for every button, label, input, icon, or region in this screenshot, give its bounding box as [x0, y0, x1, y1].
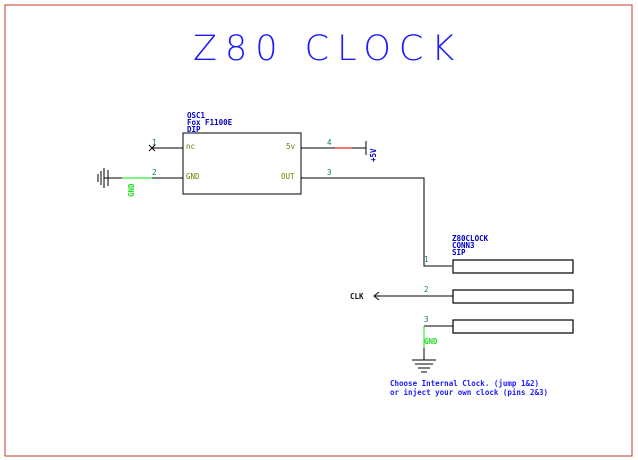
osc-footprint: DIP	[187, 125, 201, 134]
osc-pin3-number: 3	[327, 168, 332, 177]
gnd-left-label: GND	[127, 183, 136, 197]
osc-pin2-number: 2	[152, 168, 157, 177]
sheet-border	[4, 4, 633, 457]
clk-net-label[interactable]: CLK	[350, 291, 424, 301]
ground-symbol-left[interactable]: GND	[97, 168, 152, 197]
osc-pin1-number: 1	[152, 138, 157, 147]
conn-pin1-number: 1	[424, 255, 429, 264]
conn-pin2-number: 2	[424, 285, 429, 294]
osc-pin4-name: 5v	[286, 142, 296, 151]
power-symbol-5v[interactable]: +5V	[335, 141, 378, 162]
conn-pin1-body	[452, 259, 574, 274]
note-line-1: Choose Internal Clock. (jump 1&2)	[390, 379, 539, 388]
clock-out-wire	[335, 177, 452, 267]
gnd-right-label: GND	[424, 337, 438, 346]
conn-footprint: SIP	[452, 248, 466, 257]
conn-pin3-number: 3	[424, 315, 429, 324]
conn-value: CONN3	[452, 241, 475, 250]
oscillator-component[interactable]: OSC1 Fox F1100E DIP nc GND OUT 5v 1 2 4 …	[148, 111, 335, 195]
conn-pin2-body	[452, 289, 574, 304]
conn-pin3-body	[452, 319, 574, 334]
osc-pin2-name: GND	[186, 172, 200, 181]
osc-reference: OSC1	[187, 111, 206, 120]
connector-component[interactable]: Z80CLOCK CONN3 SIP 1 2 3	[424, 234, 574, 334]
conn-reference: Z80CLOCK	[452, 234, 489, 243]
osc-pin3-name: OUT	[281, 172, 295, 181]
power-label: +5V	[369, 148, 378, 162]
no-connect-marker	[148, 144, 156, 152]
osc-pin1-name: nc	[186, 142, 195, 151]
clk-label: CLK	[350, 292, 364, 301]
schematic-title: Z80 CLOCK	[193, 29, 462, 69]
osc-value: Fox F1100E	[187, 118, 233, 127]
osc-pin4-number: 4	[327, 138, 332, 147]
osc-body	[182, 132, 302, 195]
ground-symbol-right[interactable]: GND	[412, 326, 438, 373]
note-line-2: or inject your own clock (pins 2&3)	[390, 388, 548, 397]
